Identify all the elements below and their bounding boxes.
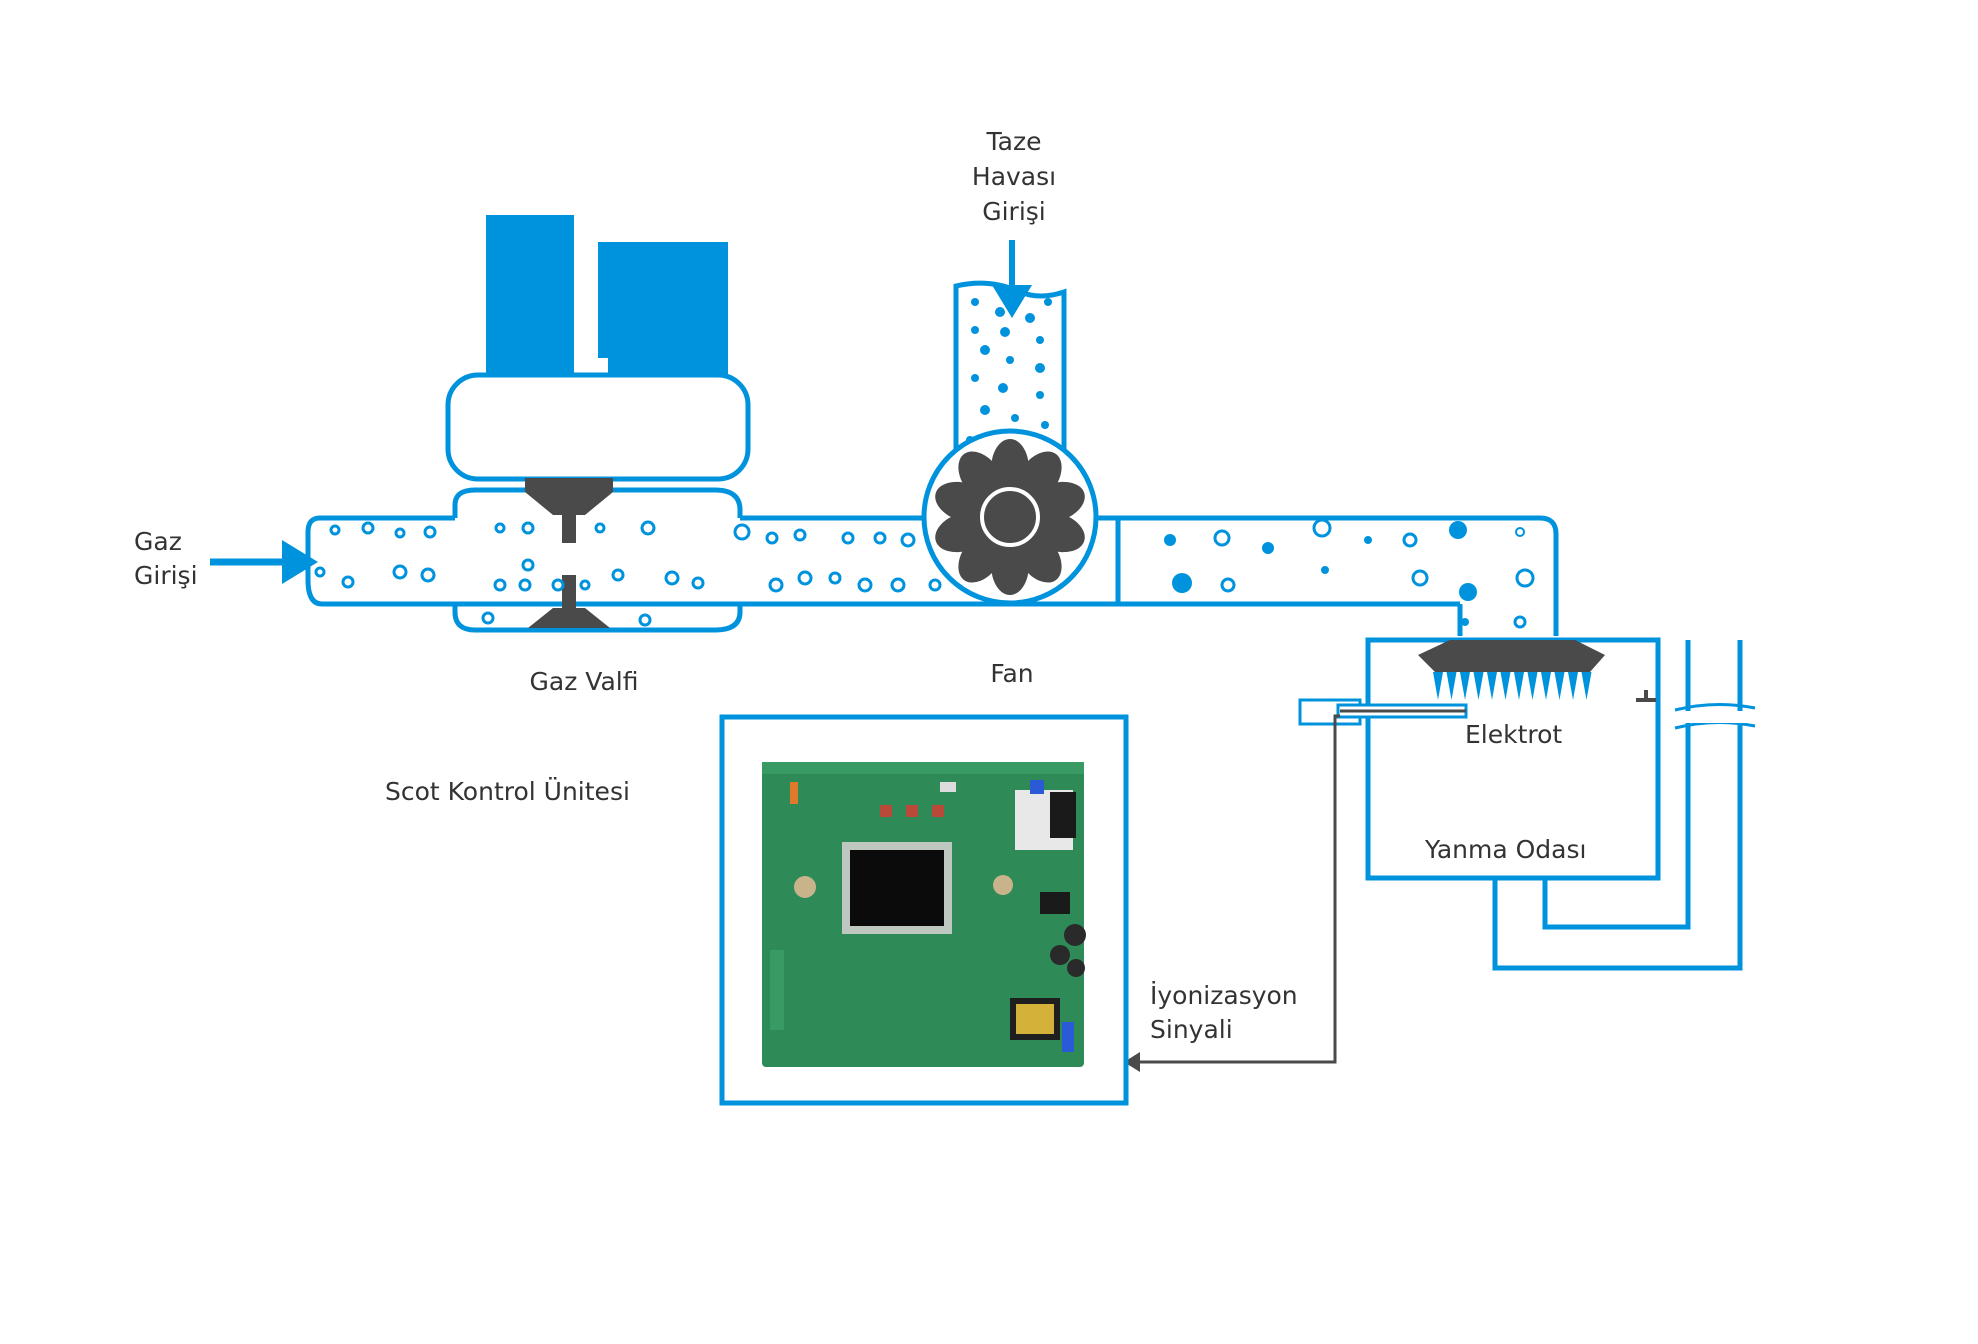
gas-valve-label: Gaz Valfi xyxy=(530,667,639,696)
flame xyxy=(1568,672,1578,700)
gas-valve-body xyxy=(445,372,751,482)
flame xyxy=(1527,672,1538,700)
valve-seat-upper xyxy=(525,492,613,515)
gas-inlet-pipe xyxy=(305,515,1121,607)
electrode-label: Elektrot xyxy=(1465,720,1562,749)
burner-flames xyxy=(1433,672,1592,700)
flame xyxy=(1514,672,1524,700)
flame xyxy=(1541,672,1551,700)
fan-blade xyxy=(958,451,1006,505)
control-unit-label: Scot Kontrol Ünitesi xyxy=(385,777,630,806)
valve-coil-block-right xyxy=(598,242,728,358)
circuit-board-icon xyxy=(762,762,1086,1067)
air-bubbles xyxy=(966,298,1052,449)
gas-bubbles xyxy=(314,520,942,627)
fresh-air-label: Taze xyxy=(986,127,1042,156)
gas-inlet-arrow-icon xyxy=(282,540,318,584)
fresh-air-label-3: Girişi xyxy=(982,197,1046,226)
flame xyxy=(1500,672,1511,700)
valve-stem-shaft xyxy=(562,515,576,543)
flame xyxy=(1554,672,1565,700)
flue-outer xyxy=(1492,640,1743,971)
flue-break-gap xyxy=(1680,711,1750,723)
flame xyxy=(1460,672,1470,700)
ionization-label: İyonizasyon xyxy=(1150,981,1298,1010)
valve-seat-lower xyxy=(528,608,610,628)
valve-stem-shaft-low xyxy=(562,575,576,610)
ionization-arrow-icon xyxy=(1124,1052,1140,1072)
burner-head xyxy=(1418,655,1605,672)
flue-inner xyxy=(1542,640,1691,930)
burner-base xyxy=(1418,640,1605,655)
ionization-label-2: Sinyali xyxy=(1150,1015,1233,1044)
valve-coil-block-left xyxy=(486,215,574,375)
fresh-air-arrow-icon xyxy=(992,285,1032,318)
flue-break-mark xyxy=(1674,702,1756,712)
flame xyxy=(1473,672,1484,700)
fresh-air-label-2: Havası xyxy=(972,162,1056,191)
flame xyxy=(1433,672,1443,700)
flame xyxy=(1581,672,1592,700)
mixture-bubbles xyxy=(1164,518,1535,629)
valve-chamber xyxy=(452,487,743,633)
gas-inlet-label: Gaz xyxy=(134,527,182,556)
valve-coil-base-right xyxy=(608,355,728,375)
flame xyxy=(1487,672,1497,700)
ionization-wire xyxy=(1140,714,1340,1064)
fan-hub xyxy=(980,487,1040,547)
combustion-chamber-label: Yanma Odası xyxy=(1424,835,1586,864)
fan-icon xyxy=(935,439,1085,595)
flame xyxy=(1446,672,1457,700)
gas-inlet-label-2: Girişi xyxy=(134,561,198,590)
valve-stem-upper-bar xyxy=(525,478,613,492)
mixture-pipe xyxy=(1118,515,1559,636)
valve-coil-base-left xyxy=(486,355,574,375)
fan-label: Fan xyxy=(990,659,1033,688)
